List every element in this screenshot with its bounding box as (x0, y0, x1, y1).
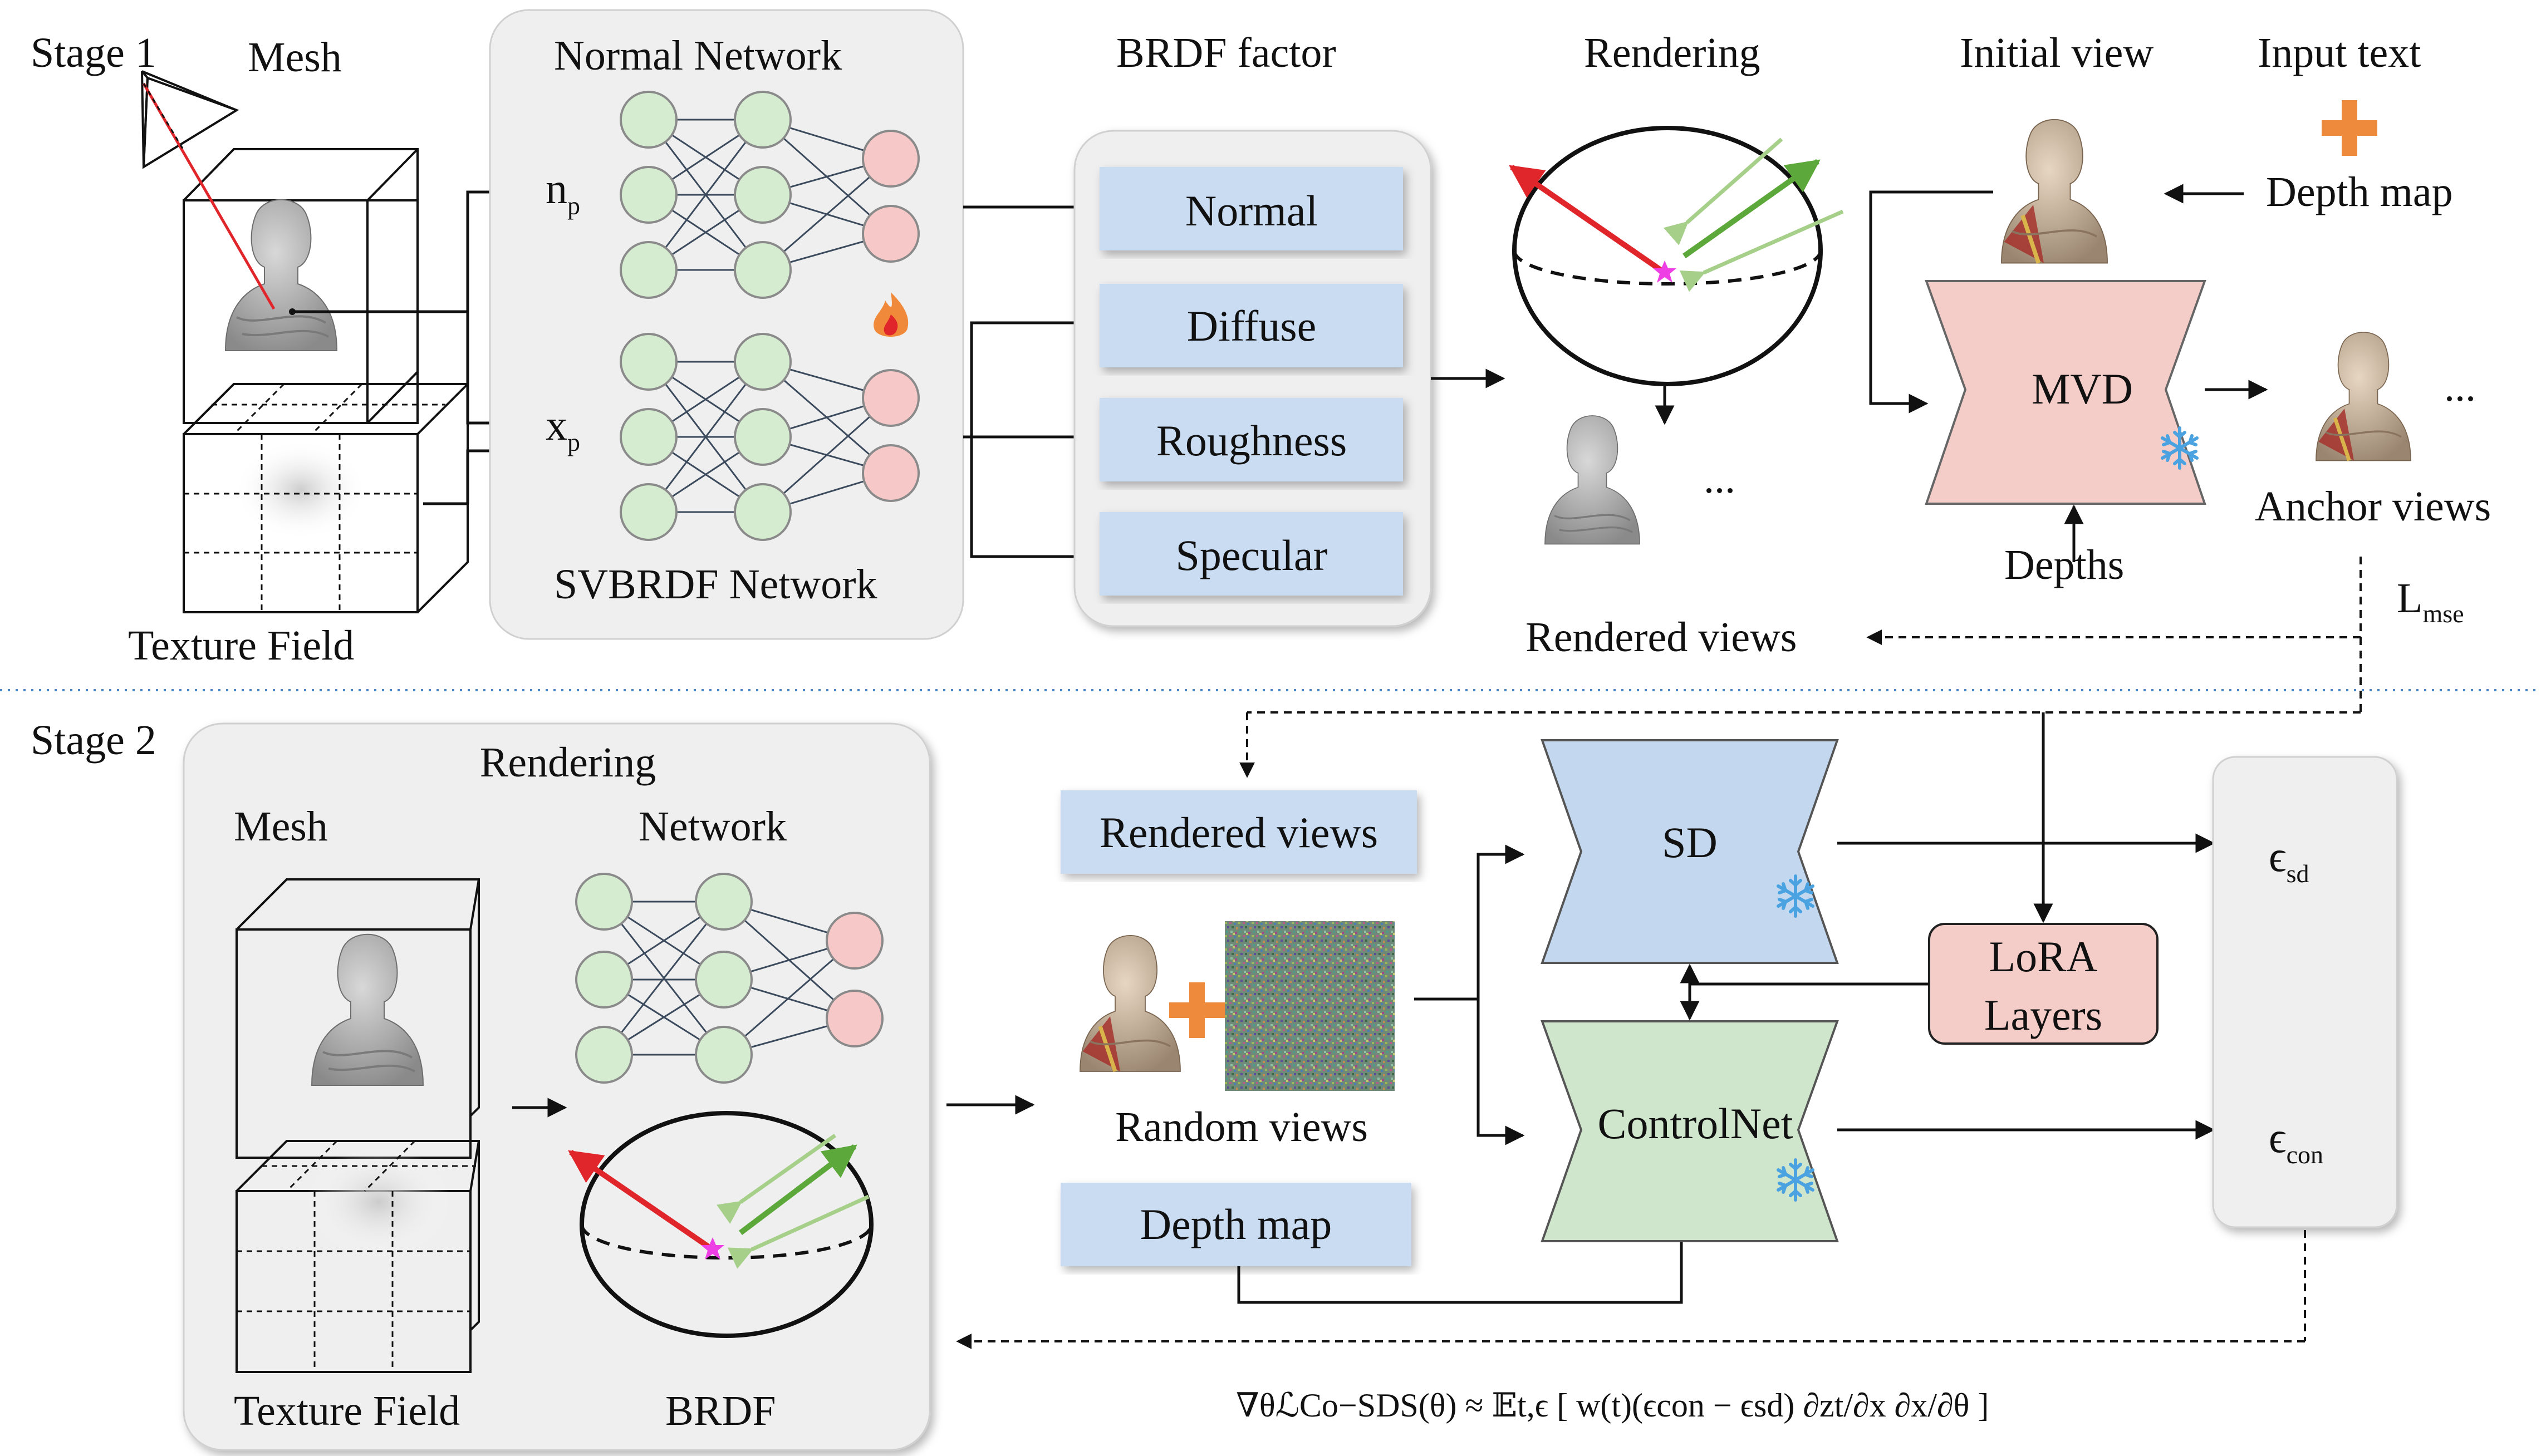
stage1-title: Stage 1 (31, 29, 156, 76)
anchor-views-label: Anchor views (2255, 483, 2491, 530)
rendered-views-ellipsis: ... (1704, 455, 1735, 502)
brdf-factor-roughness: Roughness (1100, 398, 1403, 481)
eps-con-label: ϵcon (2269, 1113, 2323, 1169)
plus-icon (2322, 100, 2377, 156)
svg-text:SD: SD (1662, 818, 1718, 867)
noise-image (1225, 921, 1395, 1091)
svbrdf-network-label: SVBRDF Network (554, 561, 877, 608)
random-views-label: Random views (1115, 1104, 1368, 1150)
normal-network-label: Normal Network (554, 32, 842, 79)
network-panel (489, 9, 964, 640)
brdf-factor-specular: Specular (1100, 512, 1403, 596)
rendering-network-title-line2: Network (639, 803, 787, 850)
input-text-label: Input text (2258, 29, 2421, 76)
stage2-brdf-hemisphere (568, 1111, 874, 1338)
texture-field-cube (183, 383, 469, 613)
brdf-factor-normal: Normal (1100, 167, 1403, 250)
stage2-plus-icon (1169, 982, 1225, 1038)
bust-icon (224, 198, 338, 352)
stage1-rendered-views-label: Rendered views (1525, 614, 1797, 661)
camera-ray (142, 82, 276, 310)
np-label: np (546, 164, 580, 220)
initial-view-label: Initial view (1960, 29, 2154, 76)
svg-text:Layers: Layers (1984, 991, 2102, 1039)
loss-mse-label: Lmse (2397, 575, 2464, 628)
lora-layers-block: LoRA Layers (1928, 923, 2159, 1045)
anchor-views-ellipsis: ... (2444, 363, 2476, 410)
stage1-mesh-label: Mesh (248, 34, 342, 81)
stage1-rendering-label: Rendering (1584, 29, 1760, 76)
brdf-factor-title: BRDF factor (1116, 29, 1336, 76)
rendering-network-title-line1: Rendering (480, 739, 656, 786)
stage2-mesh-label: Mesh (234, 803, 328, 850)
stage1-texture-field-label: Texture Field (128, 622, 354, 669)
svg-text:Rendered views: Rendered views (1100, 808, 1378, 857)
depths-label: Depths (2004, 542, 2124, 588)
svg-text:LoRA: LoRA (1989, 932, 2098, 981)
svg-text:Specular: Specular (1176, 531, 1328, 579)
rendered-view-bust (1544, 415, 1641, 545)
controlnet-block: ControlNet (1541, 1020, 1839, 1242)
sd-block: SD (1541, 739, 1839, 964)
svg-text:Depth map: Depth map (1140, 1200, 1332, 1248)
svg-text:Normal: Normal (1185, 186, 1318, 235)
svg-text:Diffuse: Diffuse (1187, 302, 1317, 350)
stage2-brdf-label: BRDF (665, 1388, 776, 1434)
camera-frustum-icon (141, 70, 239, 169)
stage2-rendered-views-box: Rendered views (1061, 790, 1417, 874)
brdf-factor-diffuse: Diffuse (1100, 284, 1403, 367)
initial-view-bust (2002, 120, 2107, 263)
random-view-bust (1080, 936, 1180, 1071)
fire-icon (874, 292, 909, 337)
epsilon-panel (2212, 756, 2398, 1228)
stage2-depth-map-box: Depth map (1061, 1183, 1411, 1266)
rendering-hemisphere (1509, 126, 1844, 386)
eps-sd-label: ϵsd (2269, 832, 2309, 888)
stage2-texture-cube (236, 1140, 480, 1373)
svg-text:Roughness: Roughness (1156, 416, 1347, 465)
co-sds-equation: ∇θℒCo−SDS(θ) ≈ 𝔼t,ϵ [ w(t)(ϵcon − ϵsd) ∂… (1236, 1387, 1989, 1424)
mvd-block: MVD (1925, 280, 2206, 505)
stage2-texture-field-label: Texture Field (234, 1388, 460, 1434)
xp-label: xp (546, 401, 580, 456)
stage1-depth-map-label: Depth map (2266, 169, 2453, 215)
svg-text:ControlNet: ControlNet (1598, 1099, 1793, 1148)
stage2-title: Stage 2 (31, 717, 156, 764)
anchor-view-bust (2316, 332, 2411, 461)
svg-text:MVD: MVD (2032, 365, 2133, 413)
